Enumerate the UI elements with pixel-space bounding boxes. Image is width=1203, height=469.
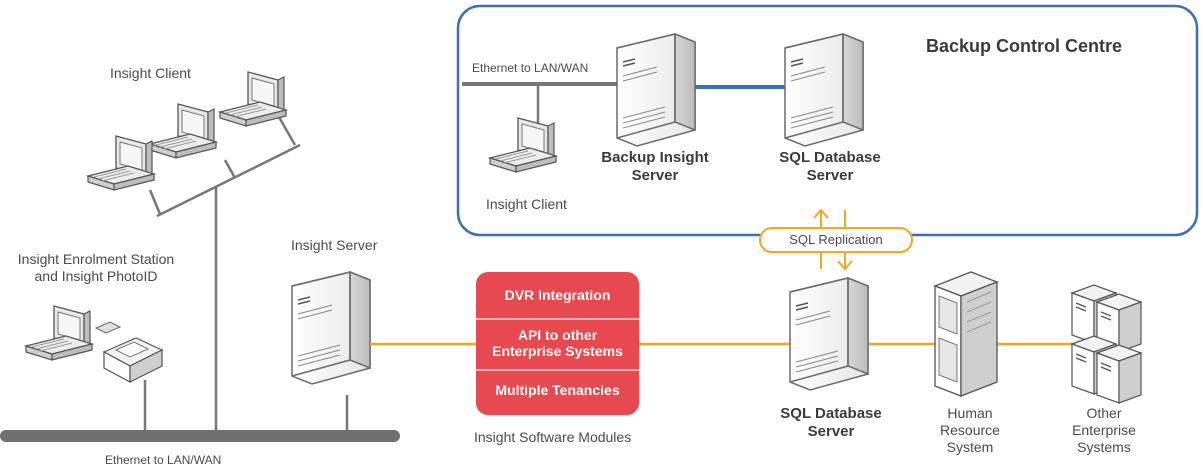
backup-insight-client-label: Insight Client (486, 196, 567, 212)
enrolment-line-2: and Insight PhotoID (34, 268, 158, 284)
backup-server-line-2: Server (631, 167, 679, 184)
hr-line-1: Human (947, 405, 993, 421)
other-enterprise-systems-icon (1071, 284, 1142, 404)
backup-insight-server-icon (616, 33, 696, 147)
other-line-3: Systems (1077, 439, 1131, 455)
client-drop-3 (148, 189, 162, 215)
sql-line-1: SQL Database (780, 405, 882, 422)
client-drop-2 (223, 159, 237, 179)
other-enterprise-systems-label: Other Enterprise Systems (1054, 405, 1154, 456)
sql-line-2: Server (807, 423, 855, 440)
software-modules-caption: Insight Software Modules (474, 429, 632, 445)
insight-client-pc-1 (219, 71, 287, 127)
enrolment-station-label: Insight Enrolment Station and Insight Ph… (6, 251, 186, 285)
id-card-icon (94, 321, 122, 334)
backup-ethernet-label: Ethernet to LAN/WAN (472, 61, 589, 75)
module-api-line-1: API to other (517, 327, 598, 343)
backup-server-line-1: Backup Insight (601, 149, 709, 166)
sql-database-server-icon (789, 277, 869, 391)
insight-client-pc-3 (87, 135, 155, 191)
backup-insight-server-label: Backup Insight Server (580, 149, 730, 185)
backup-insight-client-icon (489, 117, 557, 173)
backup-sql-server-label: SQL Database Server (755, 149, 905, 185)
human-resource-system-label: Human Resource System (920, 405, 1020, 456)
other-line-1: Other (1086, 405, 1122, 421)
hr-line-3: System (946, 439, 994, 455)
main-ethernet-label: Ethernet to LAN/WAN (105, 453, 222, 467)
enrolment-line-1: Insight Enrolment Station (17, 251, 175, 267)
backup-sql-server-icon (784, 33, 864, 147)
module-divider-1 (476, 318, 639, 320)
module-dvr-integration: DVR Integration (504, 287, 611, 303)
photoid-printer-icon (102, 337, 164, 384)
sql-replication-label: SQL Replication (759, 227, 913, 253)
module-multiple-tenancies: Multiple Tenancies (495, 382, 620, 398)
module-divider-2 (476, 369, 639, 371)
backup-sql-line-1: SQL Database (779, 149, 881, 166)
human-resource-system-icon (933, 271, 999, 397)
insight-server-label: Insight Server (291, 237, 378, 253)
backup-centre-title: Backup Control Centre (926, 36, 1123, 56)
enrolment-pc-icon (25, 305, 93, 361)
main-ethernet-bar (0, 430, 400, 442)
insight-client-pc-2 (149, 103, 217, 159)
hr-line-2: Resource (940, 422, 1000, 438)
insight-server-icon (291, 271, 371, 385)
module-api-line-2: Enterprise Systems (492, 343, 623, 359)
sql-database-server-label: SQL Database Server (756, 405, 906, 441)
backup-sql-line-2: Server (806, 167, 854, 184)
software-modules-block: DVR Integration API to other Enterprise … (476, 272, 639, 415)
insight-client-label: Insight Client (110, 65, 191, 81)
client-network-line (156, 143, 301, 218)
other-line-2: Enterprise (1072, 422, 1136, 438)
